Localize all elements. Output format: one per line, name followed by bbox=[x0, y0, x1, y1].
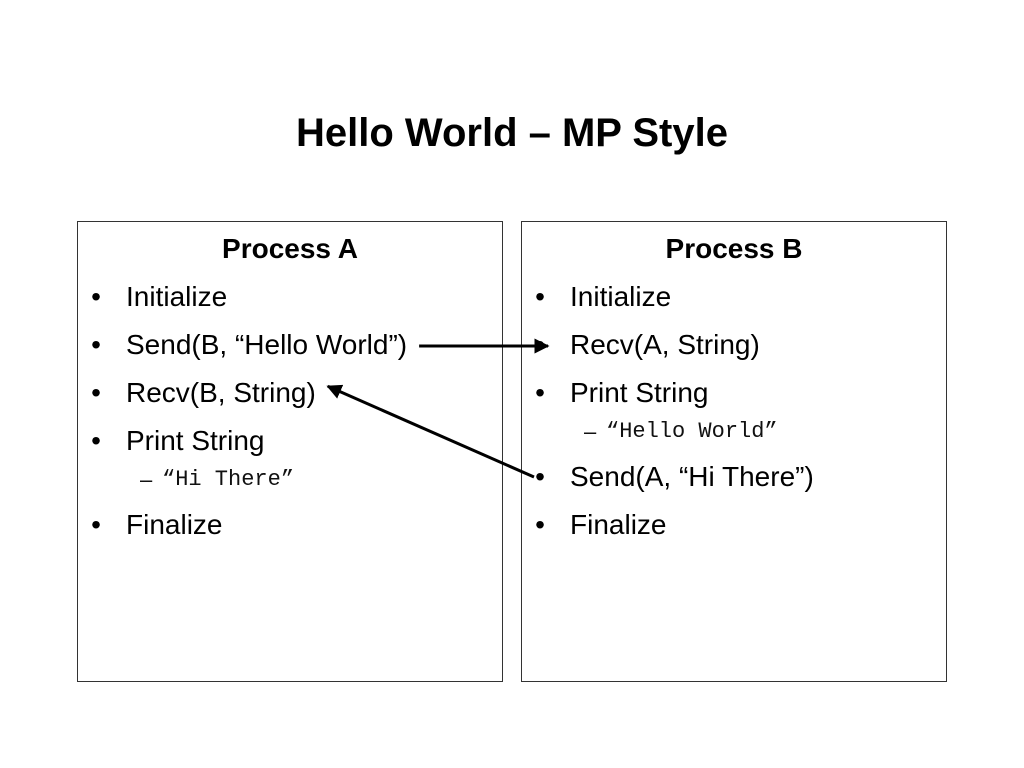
dash-icon: – bbox=[140, 467, 153, 492]
process-b-subitem-output: – “Hello World” bbox=[522, 418, 946, 446]
bullet-icon: • bbox=[535, 461, 545, 492]
bullet-icon: • bbox=[535, 377, 545, 408]
item-label: Print String bbox=[126, 425, 265, 456]
process-a-item-recv: • Recv(B, String) bbox=[78, 376, 502, 410]
process-a-item-finalize: • Finalize bbox=[78, 508, 502, 542]
bullet-icon: • bbox=[535, 509, 545, 540]
item-label: Finalize bbox=[570, 509, 667, 540]
bullet-icon: • bbox=[535, 281, 545, 312]
bullet-icon: • bbox=[91, 509, 101, 540]
process-a-item-print: • Print String bbox=[78, 424, 502, 458]
process-a-panel: Process A • Initialize • Send(B, “Hello … bbox=[77, 221, 503, 682]
item-label: Recv(A, String) bbox=[570, 329, 760, 360]
process-b-item-send: • Send(A, “Hi There”) bbox=[522, 460, 946, 494]
bullet-icon: • bbox=[91, 425, 101, 456]
process-b-heading: Process B bbox=[665, 233, 803, 264]
process-a-subitem-output: – “Hi There” bbox=[78, 466, 502, 494]
item-label: Initialize bbox=[126, 281, 228, 312]
subitem-label: “Hi There” bbox=[162, 467, 295, 492]
item-label: Initialize bbox=[570, 281, 672, 312]
process-b-item-recv: • Recv(A, String) bbox=[522, 328, 946, 362]
process-b-item-finalize: • Finalize bbox=[522, 508, 946, 542]
item-label: Send(A, “Hi There”) bbox=[570, 461, 814, 492]
bullet-icon: • bbox=[535, 329, 545, 360]
bullet-icon: • bbox=[91, 329, 101, 360]
process-b-item-initialize: • Initialize bbox=[522, 280, 946, 314]
subitem-label: “Hello World” bbox=[606, 419, 778, 444]
process-b-item-print: • Print String bbox=[522, 376, 946, 410]
bullet-icon: • bbox=[91, 281, 101, 312]
process-a-heading: Process A bbox=[222, 233, 358, 264]
item-label: Send(B, “Hello World”) bbox=[126, 329, 408, 360]
process-a-item-send: • Send(B, “Hello World”) bbox=[78, 328, 502, 362]
process-a-item-initialize: • Initialize bbox=[78, 280, 502, 314]
dash-icon: – bbox=[584, 419, 597, 444]
slide-title: Hello World – MP Style bbox=[296, 111, 728, 155]
bullet-icon: • bbox=[91, 377, 101, 408]
item-label: Finalize bbox=[126, 509, 223, 540]
item-label: Recv(B, String) bbox=[126, 377, 316, 408]
item-label: Print String bbox=[570, 377, 709, 408]
process-b-panel: Process B • Initialize • Recv(A, String)… bbox=[521, 221, 947, 682]
